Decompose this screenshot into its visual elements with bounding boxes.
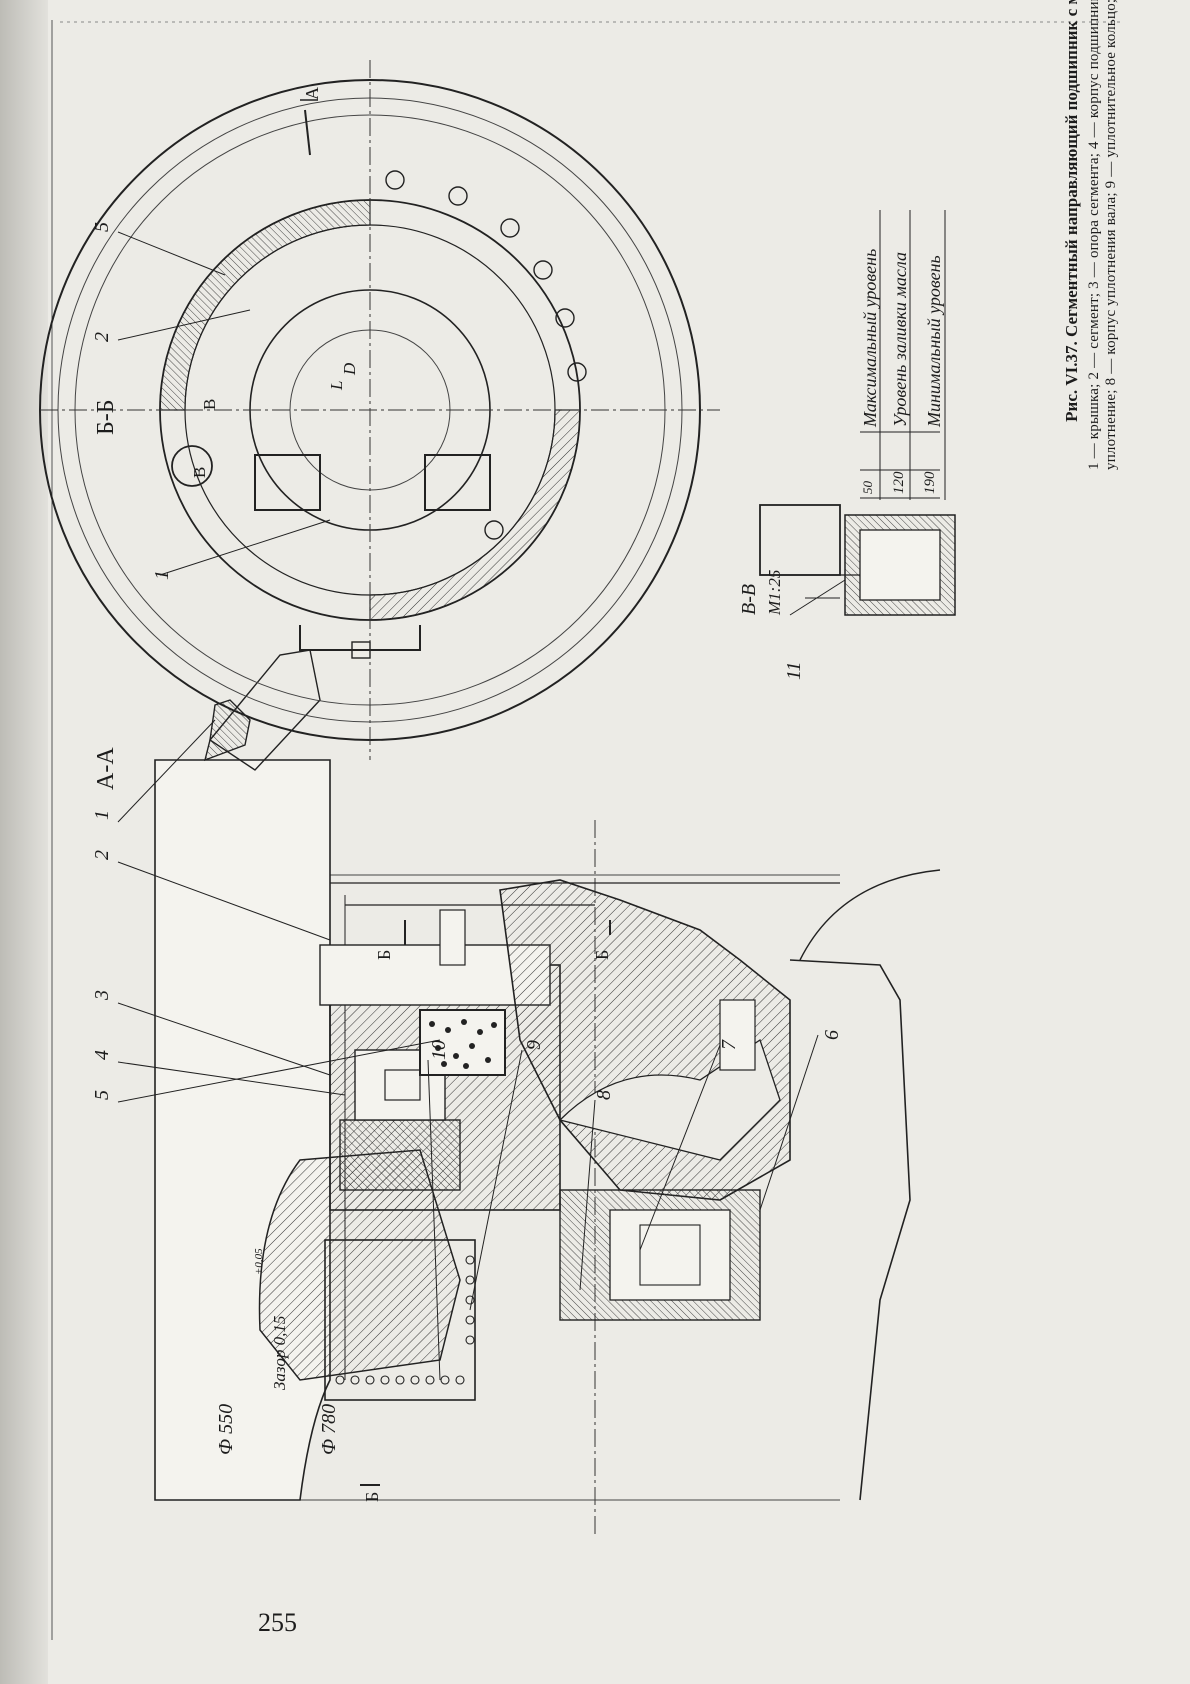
section-aa-view: [117, 649, 941, 1535]
page-number: 255: [258, 1608, 297, 1637]
cut-line-a: [304, 109, 311, 156]
cut-label-a: А: [302, 87, 322, 100]
pipe-fitting: [351, 641, 371, 659]
section-bb-view: [39, 60, 720, 760]
oil-cooler-box-left: [254, 454, 321, 511]
oil-cooler-tubes: [429, 1019, 497, 1069]
section-vv-scale: М1:25: [765, 570, 784, 616]
enclosure: [324, 1239, 476, 1401]
dim-190: 190: [922, 471, 938, 494]
cooler-pipe: [439, 909, 466, 966]
dim-letter-l: L: [327, 381, 346, 391]
callout-aa-3: 3: [91, 990, 113, 1001]
segment-hatched-sector: [159, 199, 371, 411]
enclosure-bolts: [335, 1255, 475, 1385]
dim-50: 50: [860, 481, 875, 495]
segment: [339, 1119, 461, 1191]
cut-label-v-upper: В: [200, 399, 219, 410]
level-relay-port: [171, 445, 213, 487]
rotated-labels: А-А Б-Б В-В М1:25 Ф 550 Ф 780 Зазор 0,15…: [91, 87, 944, 1502]
callout-leaders-bb: [117, 231, 331, 576]
dimension-550: Ф 550: [215, 1404, 237, 1455]
cut-mark-b-label-lower: Б: [362, 1492, 382, 1502]
cooling-pipe: [299, 625, 421, 651]
shaft-body: [154, 759, 331, 1501]
callout-bb-5: 5: [91, 222, 113, 232]
dim-letter-d: D: [340, 362, 359, 376]
callout-aa-10: 10: [428, 1040, 450, 1060]
gap-tolerance: +0,05: [253, 1248, 265, 1275]
cover-arm: [208, 649, 321, 771]
callout-aa-4: 4: [91, 1050, 113, 1060]
section-aa-title: А-А: [93, 747, 119, 790]
callout-vv-11: 11: [783, 661, 805, 680]
callout-aa-6: 6: [821, 1030, 843, 1040]
figure-legend-line-1: 1 — крышка; 2 — сегмент; 3 — опора сегме…: [1086, 0, 1102, 470]
dim-120: 120: [891, 471, 907, 494]
callout-aa-1: 1: [91, 810, 113, 820]
callout-aa-9: 9: [523, 1040, 545, 1050]
frame-curve: [799, 869, 941, 961]
callout-leader-11: [789, 579, 846, 616]
section-vv-view: [759, 210, 956, 616]
figure-title: Рис. VI.37. Сегментный направляющий подш…: [1062, 0, 1081, 422]
level-relay-housing: [759, 504, 841, 576]
cut-mark-b-label-upper: Б: [374, 950, 394, 960]
oil-cooler-box-right: [424, 454, 491, 511]
cut-mark-b-label-right: Б: [592, 950, 612, 960]
callout-aa-2: 2: [91, 850, 113, 860]
repair-seal: [639, 1224, 701, 1286]
figure-legend-line-2: уплотнение; 8 — корпус уплотнения вала; …: [1103, 0, 1119, 470]
frame-outline: [789, 959, 911, 1501]
callout-leaders: [117, 719, 819, 1381]
working-seal: [609, 1209, 731, 1301]
support-bolt: [384, 1069, 421, 1101]
dimension-780: Ф 780: [318, 1404, 340, 1455]
level-min-label: Минимальный уровень: [924, 255, 944, 428]
section-bb-title: Б-Б: [93, 399, 119, 435]
gap-note: Зазор 0,15: [270, 1316, 289, 1390]
level-fill-label: Уровень заливки масла: [890, 252, 910, 427]
level-max-label: Максимальный уровень: [860, 249, 880, 428]
callout-bb-1: 1: [151, 570, 173, 580]
callout-bb-2: 2: [91, 332, 113, 342]
figure-caption: Рис. VI.37. Сегментный направляющий подш…: [1062, 0, 1190, 470]
housing-hatched-sector: [369, 409, 581, 621]
callout-aa-8: 8: [593, 1090, 615, 1100]
section-vv-title: В-В: [738, 584, 760, 615]
rim-studs: [385, 170, 587, 540]
callout-aa-5: 5: [91, 1090, 113, 1100]
relay-float-chamber: [859, 529, 941, 601]
cut-label-v-lower: В: [190, 467, 209, 478]
bracket-bolt: [719, 999, 756, 1071]
scan-shadow-edge: [0, 0, 48, 1684]
callout-aa-7: 7: [718, 1039, 740, 1050]
